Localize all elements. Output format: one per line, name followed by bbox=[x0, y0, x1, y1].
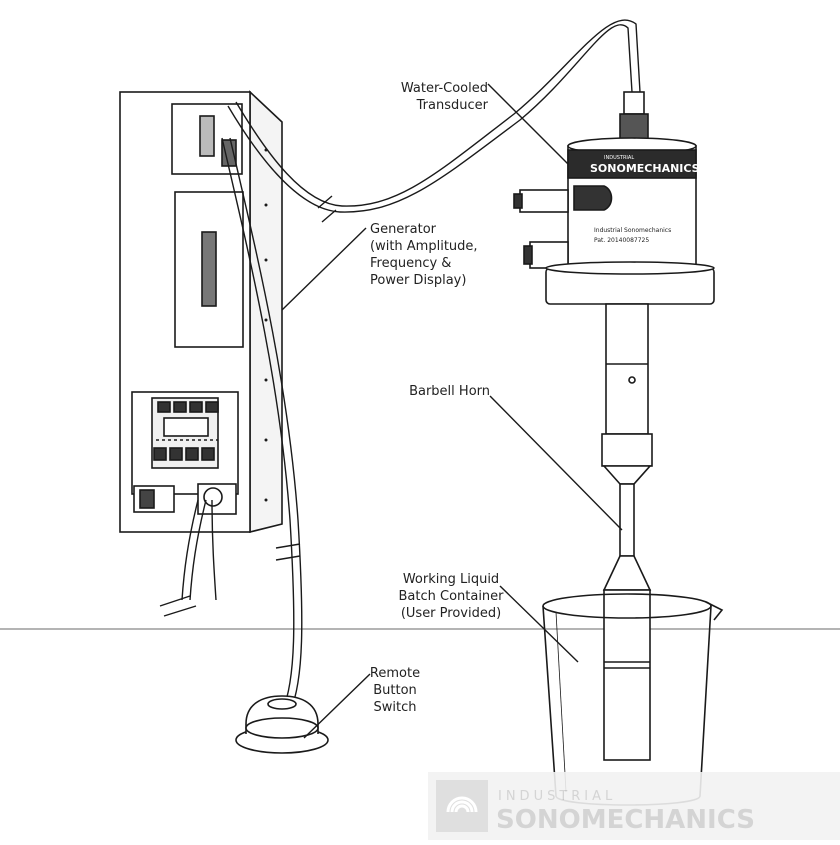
label-working-liquid-container: Working Liquid Batch Container (User Pro… bbox=[388, 571, 514, 622]
leader-lines bbox=[281, 83, 623, 739]
label-remote-line1: Remote bbox=[369, 666, 421, 681]
label-container-line3: (User Provided) bbox=[400, 606, 502, 621]
watermark-small-text: INDUSTRIAL bbox=[498, 789, 616, 804]
label-water-cooled-transducer: Water-Cooled Transducer bbox=[382, 80, 488, 114]
label-remote-line3: Switch bbox=[373, 700, 417, 715]
barbell-horn bbox=[601, 303, 653, 761]
label-container-line1: Working Liquid bbox=[402, 572, 500, 587]
label-remote-line2: Button bbox=[373, 683, 417, 698]
transducer-brand-large: SONOMECHANICS bbox=[590, 162, 700, 175]
label-generator-line2: (with Amplitude, bbox=[370, 239, 478, 254]
generator-cabinet bbox=[119, 90, 283, 534]
transducer bbox=[513, 91, 715, 305]
generator-cables bbox=[181, 19, 641, 713]
transducer-plate-line1: Industrial Sonomechanics bbox=[594, 227, 671, 234]
label-barbell-horn: Barbell Horn bbox=[380, 383, 490, 400]
label-transducer-line2: Transducer bbox=[416, 98, 488, 113]
label-generator-line4: Power Display) bbox=[370, 273, 467, 288]
label-transducer-line1: Water-Cooled bbox=[400, 81, 488, 96]
watermark-large-text: SONOMECHANICS bbox=[496, 805, 755, 835]
remote-button-switch bbox=[235, 695, 329, 754]
transducer-brand-small: INDUSTRIAL bbox=[604, 155, 634, 161]
label-container-line2: Batch Container bbox=[398, 589, 504, 604]
label-horn-line1: Barbell Horn bbox=[409, 384, 490, 399]
watermark-logo: INDUSTRIAL SONOMECHANICS bbox=[428, 772, 840, 840]
label-generator-line1: Generator bbox=[370, 222, 437, 237]
transducer-plate-line2: Pat. 20140087725 bbox=[594, 237, 649, 244]
label-generator: Generator (with Amplitude, Frequency & P… bbox=[370, 221, 500, 289]
label-remote-button-switch: Remote Button Switch bbox=[360, 665, 430, 716]
label-generator-line3: Frequency & bbox=[370, 256, 452, 271]
